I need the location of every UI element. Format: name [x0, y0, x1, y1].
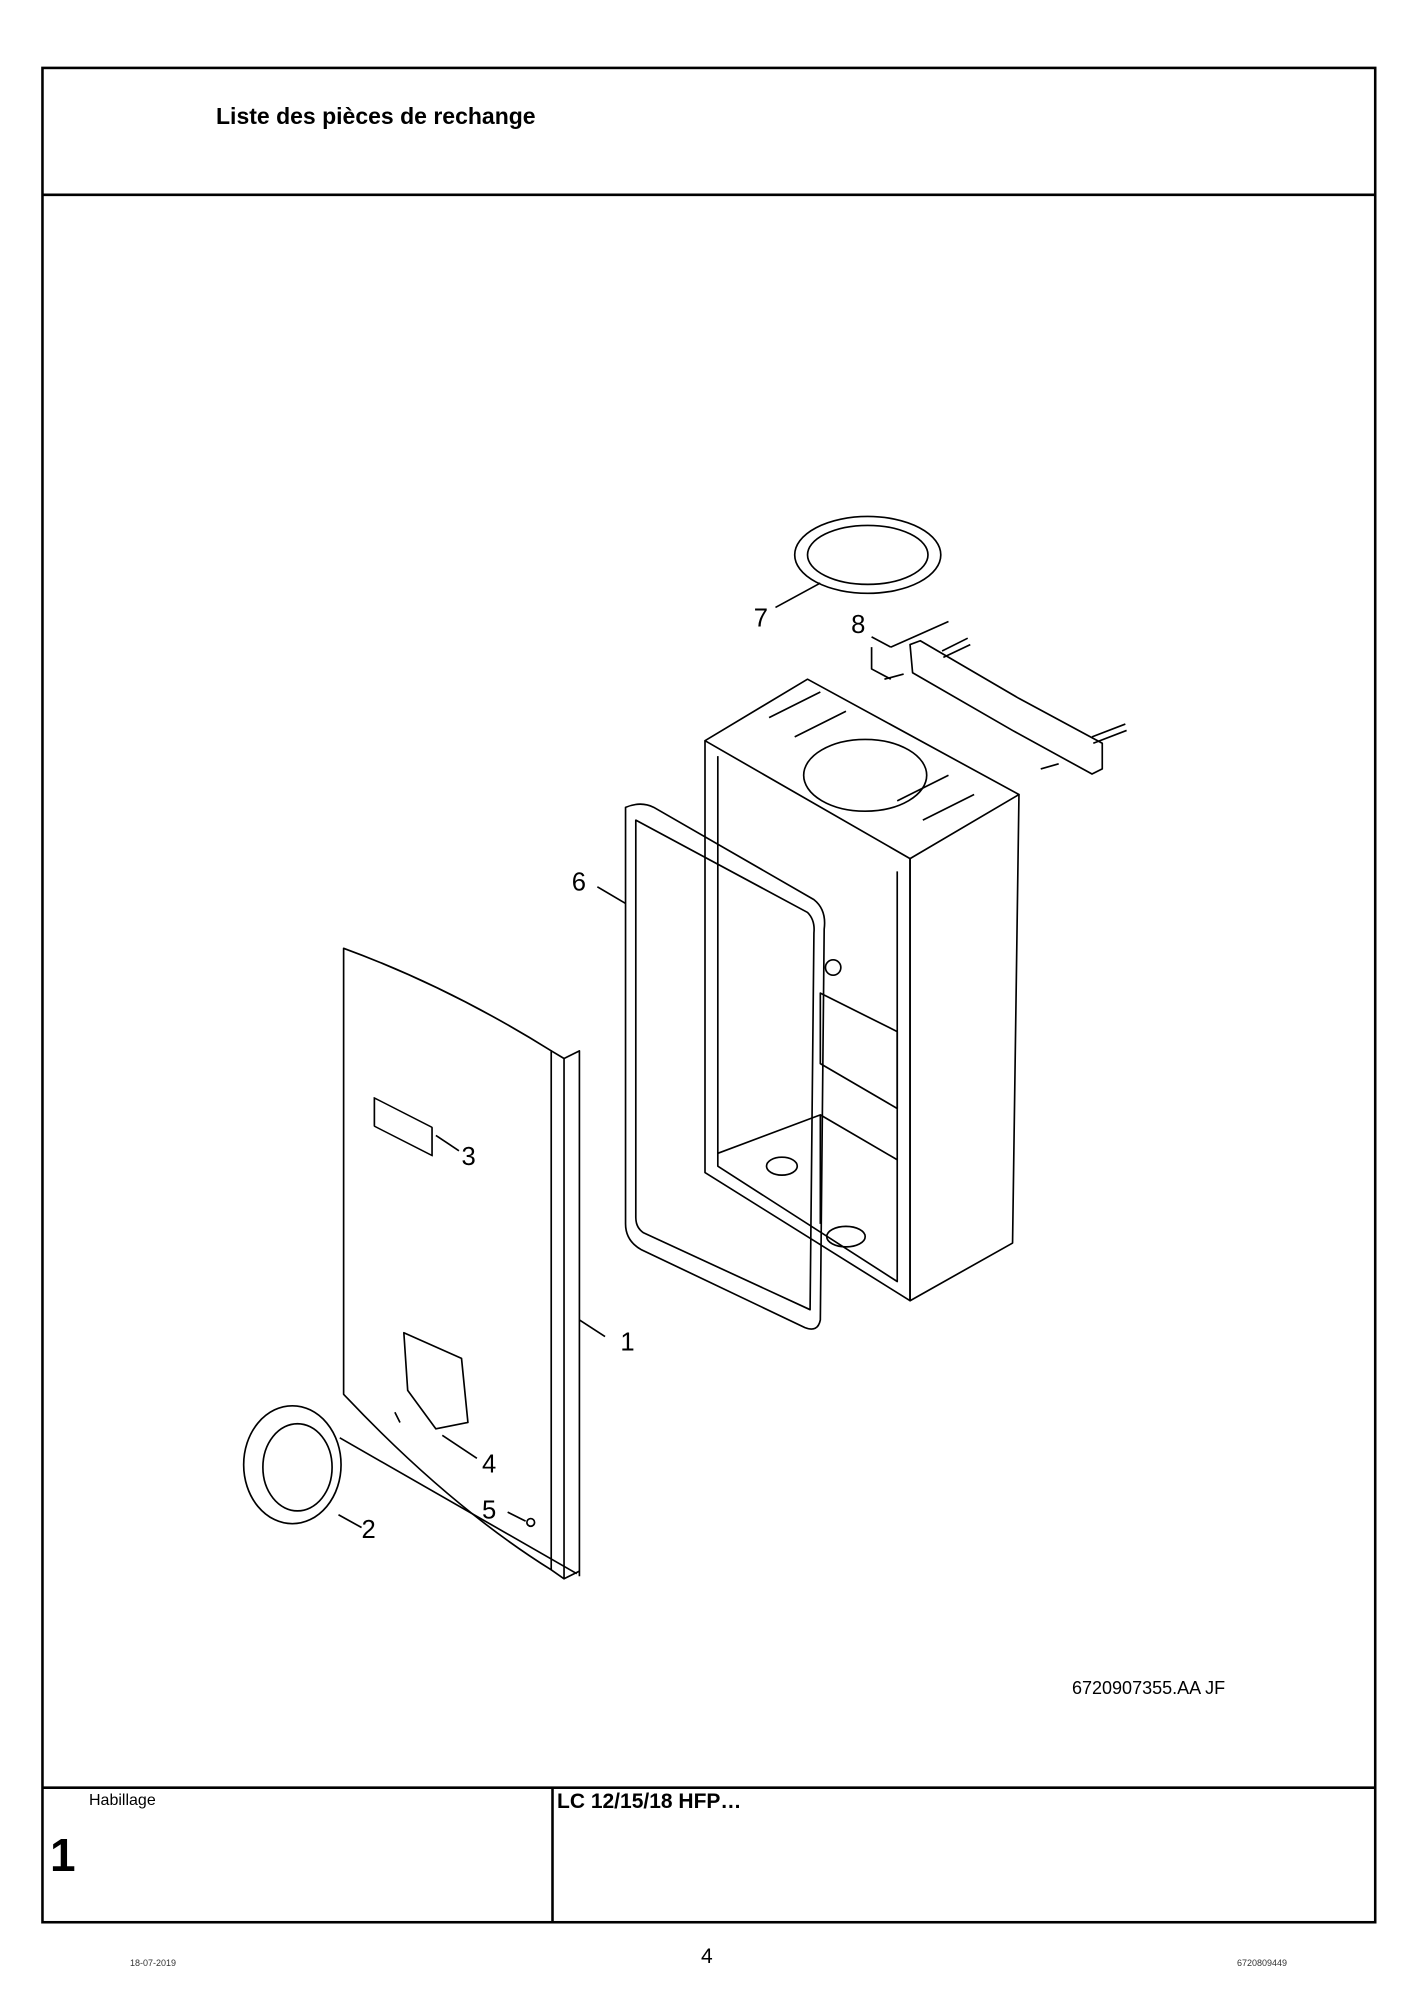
callout-7: 7 [754, 605, 768, 633]
callout-labels: 1 2 3 4 5 6 7 8 [362, 605, 866, 1544]
page-number: 4 [701, 1945, 713, 1968]
document-number: 6720809449 [1237, 1958, 1288, 1968]
footer-date: 18-07-2019 [130, 1958, 177, 1968]
part-7-flue-gasket [775, 515, 942, 609]
model-name: LC 12/15/18 HFP… [557, 1790, 742, 1813]
part-2-trim-ring [242, 1404, 362, 1529]
callout-4: 4 [482, 1450, 496, 1478]
part-8-mounting-bracket [870, 620, 1127, 775]
housing-casing [704, 678, 1020, 1302]
page-title: Liste des pièces de rechange [216, 103, 536, 129]
part-1-front-panel [339, 947, 606, 1580]
page-frame [41, 66, 1377, 1924]
section-number: 1 [50, 1829, 76, 1881]
section-name: Habillage [89, 1792, 156, 1809]
callout-2: 2 [362, 1516, 376, 1544]
callout-5: 5 [482, 1497, 496, 1525]
drawing-reference: 6720907355.AA JF [1072, 1678, 1226, 1698]
part-6-front-gasket [596, 803, 826, 1330]
callout-6: 6 [572, 869, 586, 897]
callout-3: 3 [462, 1143, 476, 1171]
callout-8: 8 [851, 611, 865, 639]
callout-1: 1 [620, 1329, 634, 1357]
